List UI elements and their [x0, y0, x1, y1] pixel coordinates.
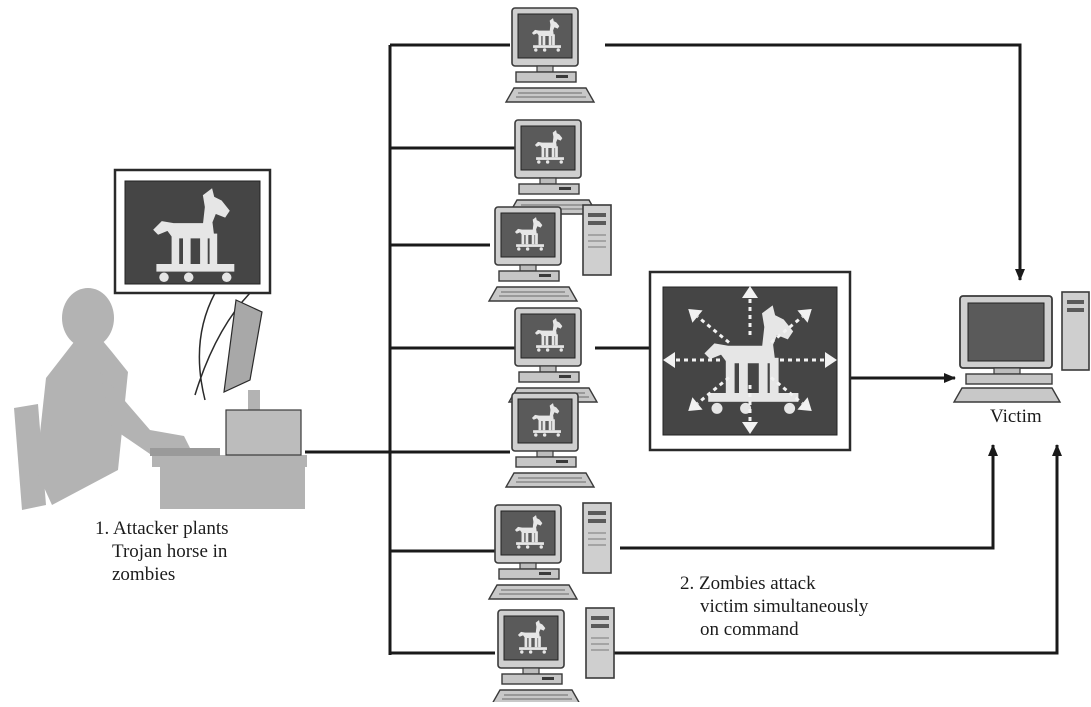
zombie-tower-3 [583, 205, 611, 275]
victim-tower-drive-2 [1067, 308, 1084, 312]
zombie-computer-4 [509, 308, 597, 402]
attacker-desk-top [152, 455, 307, 467]
step2-line-3: on command [680, 618, 868, 641]
zombie-computer-1 [506, 8, 594, 102]
zombie-computer-6 [489, 505, 577, 599]
step1-line-1: 1. Attacker plants [95, 517, 229, 540]
zombie-computer-7 [492, 610, 580, 702]
victim-base [966, 374, 1052, 384]
victim-tower-drive-1 [1067, 300, 1084, 304]
victim-monitor-neck [994, 368, 1020, 374]
victim-screen [968, 303, 1044, 361]
victim-label: Victim [990, 405, 1042, 428]
step2-line-2: victim simultaneously [680, 595, 868, 618]
zombie-computer-3 [489, 207, 577, 301]
victim-keyboard [954, 388, 1060, 402]
step2-line-1: 2. Zombies attack [680, 572, 868, 595]
attack-arrow-top [605, 45, 1020, 280]
zombie-computer-2 [509, 120, 597, 214]
attacker-head [62, 288, 114, 348]
attacker-desk-body [160, 466, 305, 509]
attacker-monitor [224, 300, 262, 392]
step1-line-3: zombies [95, 563, 229, 586]
bubble-tail-left [199, 293, 215, 400]
attacker-monitor-stand [248, 390, 260, 412]
victim-label-text: Victim [990, 405, 1042, 428]
zombie-computer-5 [506, 393, 594, 487]
zombie-tower-6 [583, 503, 611, 573]
step2-label: 2. Zombies attack victim simultaneously … [680, 572, 868, 641]
attacker-keyboard [150, 448, 220, 456]
attack-arrow-lower [620, 445, 993, 548]
step1-label: 1. Attacker plants Trojan horse in zombi… [95, 517, 229, 586]
attacker-computer-case [226, 410, 301, 455]
zombie-tower-7 [586, 608, 614, 678]
step1-line-2: Trojan horse in [95, 540, 229, 563]
